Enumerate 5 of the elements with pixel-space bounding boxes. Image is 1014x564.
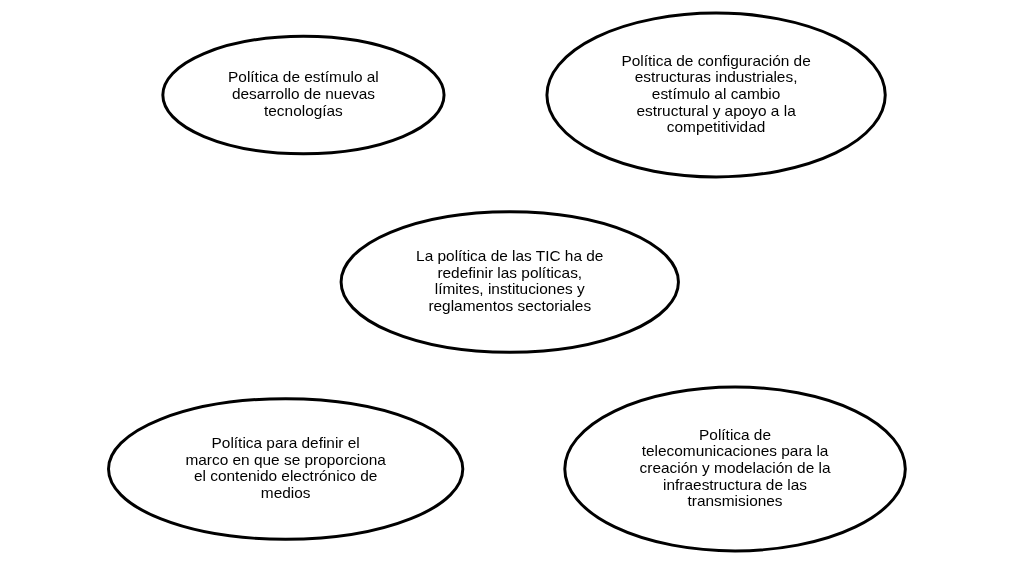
node-ellipse: Política para definir el marco en que se proporciona el contenido electrónico de medios	[107, 397, 465, 541]
node-ellipse: La política de las TIC ha de redefinir las políticas, límites, instituciones y reglamentos sectoriales	[339, 210, 680, 354]
node-ellipse: Política de estímulo al desarrollo de nuevas tecnologías	[161, 34, 446, 156]
node-ellipse: Política de telecomunicaciones para la creación y modelación de la infraestructura de las transmisiones	[563, 385, 907, 553]
node-ellipse: Política de configuración de estructuras industriales, estímulo al cambio estructural y apoyo a la competitividad	[545, 11, 887, 179]
